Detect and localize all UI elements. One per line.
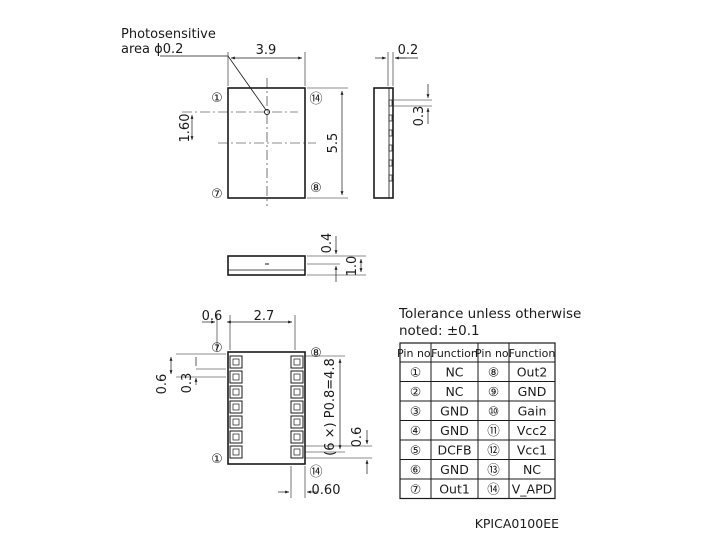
side-view-pads (388, 99, 393, 182)
pin-table-cell: GND (440, 462, 469, 477)
front-view-labels: 0.4 1.0 (320, 233, 360, 277)
tolerance-note: Tolerance unless otherwise noted: ±0.1 (398, 306, 581, 339)
front-view-outline (227, 255, 306, 276)
front-view (227, 236, 366, 282)
pin-table-cell: ④ (410, 423, 421, 438)
top-pin1-label: ① (211, 91, 223, 106)
front-total-label: 1.0 (345, 256, 360, 277)
pin-table-header: Function (509, 347, 556, 360)
tolerance-line2: noted: ±0.1 (399, 323, 480, 339)
bottom-pitch-label: (6 ×) P0.8=4.8 (323, 358, 338, 456)
pin-table-cell: ① (410, 365, 421, 380)
side-view-labels: 0.2 0.3 (398, 43, 427, 126)
top-pin8-label: ⑧ (310, 181, 322, 196)
bottom-view-outline (227, 351, 306, 465)
pin-table-cell: Gain (518, 404, 547, 419)
pin-table-cell: GND (440, 404, 469, 419)
document-id: KPICA0100EE (475, 516, 559, 531)
pin-table-header: Pin no. (475, 347, 512, 360)
pin-table-cell: Out2 (517, 365, 548, 380)
side-view (373, 52, 432, 199)
bottom-view-pads-right (290, 355, 304, 459)
photo-label-line2: area ϕ0.2 (121, 42, 183, 57)
bottom-pad-gap-label: 0.3 (180, 373, 195, 394)
tolerance-line1: Tolerance unless otherwise (398, 306, 581, 322)
bottom-pin8-label: ⑧ (310, 346, 322, 361)
pin-table-cell: GND (518, 384, 547, 399)
top-pin14-label: ⑭ (309, 92, 322, 107)
pin-table-header: Function (431, 347, 478, 360)
pin-table-cell: ⑧ (488, 365, 499, 380)
pin-table-cell: ⑪ (487, 423, 500, 438)
pin-table-cell: ⑥ (410, 462, 421, 477)
pin-table-cell: NC (445, 365, 463, 380)
photosensitive-area (264, 109, 270, 115)
pin-table-cell: ⑤ (410, 443, 421, 458)
bottom-pin1-label: ① (211, 452, 223, 467)
pin-table-cell: DCFB (437, 443, 471, 458)
pin-table-cell: GND (440, 423, 469, 438)
front-height-label: 0.4 (320, 233, 335, 254)
top-view (160, 52, 348, 206)
pin-table-cell: Vcc2 (517, 423, 547, 438)
side-pitch-label: 0.3 (412, 106, 427, 127)
pin-table-cell: ⑬ (487, 462, 500, 477)
pin-table-cell: ③ (410, 404, 421, 419)
offset-dim-label: 1.60 (178, 114, 193, 143)
bottom-span-dim-label: 2.7 (254, 309, 275, 324)
pin-table-cell: ⑨ (488, 384, 499, 399)
bottom-pin14-label: ⑭ (309, 465, 322, 480)
bottom-pad-width-label: 0.6 (350, 427, 365, 448)
width-dim-label: 3.9 (256, 43, 277, 58)
photo-label-line1: Photosensitive (121, 27, 216, 42)
pin-table-header: Pin no. (397, 347, 434, 360)
pin-table-cell: NC (445, 384, 463, 399)
bottom-view (169, 315, 372, 498)
top-pin7-label: ⑦ (211, 187, 223, 202)
pin-table-cell: ⑫ (487, 443, 500, 458)
bottom-view-pads-left (229, 355, 243, 459)
pin-table-cell: V_APD (512, 482, 553, 497)
side-view-outline (373, 87, 394, 199)
pin-table-cell: NC (523, 462, 541, 477)
height-dim-label: 5.5 (326, 133, 341, 154)
top-view-labels: Photosensitive area ϕ0.2 3.9 5.5 1.60 ① … (121, 27, 341, 202)
pin-table-cell: ② (410, 384, 421, 399)
side-thickness-label: 0.2 (398, 43, 419, 58)
pin-table-cell: ⑩ (488, 404, 499, 419)
pin-table-cell: Out1 (439, 482, 470, 497)
bottom-pad-height-label: 0.6 (155, 374, 170, 395)
pin-table-cell: ⑭ (487, 482, 500, 497)
bottom-left-dim-label: 0.6 (202, 309, 223, 324)
bottom-view-labels: 0.6 2.7 0.6 0.3 (6 ×) P0.8=4.8 0.6 0.60 … (155, 309, 365, 498)
bottom-pin7-label: ⑦ (211, 341, 223, 356)
pin-table-cell: ⑦ (410, 482, 421, 497)
pin-table-cell: Vcc1 (517, 443, 547, 458)
bottom-edge-dim-label: 0.60 (312, 483, 341, 498)
